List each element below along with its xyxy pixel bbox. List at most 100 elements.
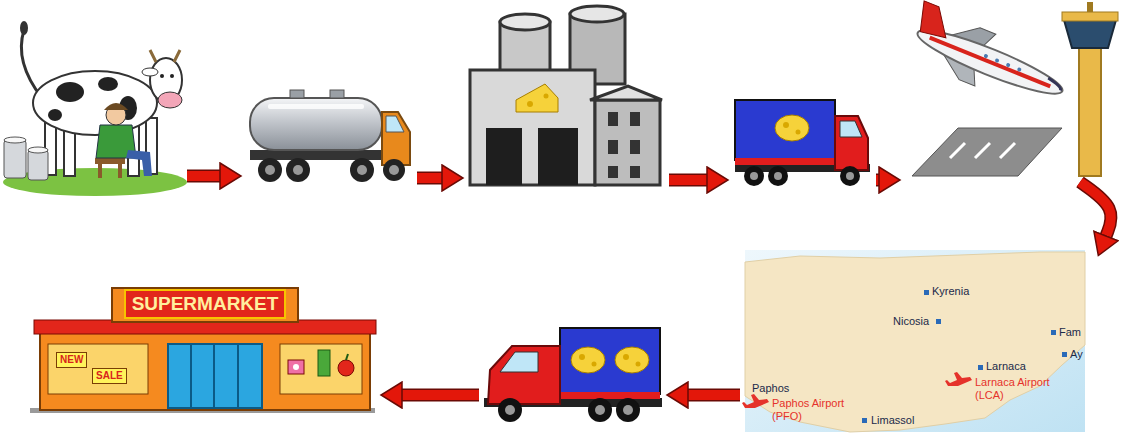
cow-milking-picture <box>160 74 164 78</box>
cheese-factory-picture <box>570 6 624 22</box>
flow-arrow <box>669 180 707 181</box>
airport-picture <box>913 1 956 42</box>
city-label: Ay <box>1070 348 1083 361</box>
cheese-truck-picture <box>750 172 758 180</box>
cyprus-map-picture <box>862 418 867 423</box>
cheese-factory-picture <box>608 140 618 154</box>
cheese-truck-picture <box>636 362 641 367</box>
airport-picture <box>1017 67 1022 72</box>
flow-arrow-outline <box>688 389 740 402</box>
airport-picture <box>1064 20 1116 48</box>
cheese-truck-picture <box>623 405 633 415</box>
milk-tanker-picture <box>268 104 364 109</box>
cheese-truck-picture <box>775 115 809 141</box>
cheese-truck-picture <box>484 328 662 422</box>
milk-tanker-picture <box>286 158 310 182</box>
supermarket-picture <box>112 288 298 322</box>
cheese-truck-picture <box>796 130 801 135</box>
transport-truck-stage <box>733 96 871 188</box>
airport-label: Paphos Airport (PFO) <box>772 397 860 422</box>
cow-milking-picture <box>4 137 26 143</box>
airport-picture <box>912 128 1062 176</box>
city-label: Nicosia <box>893 315 929 328</box>
map-stage: KyreniaNicosiaFamAyLarnacaLarnaca Airpor… <box>745 250 1085 432</box>
cow-milking-picture <box>104 103 128 110</box>
milk-tanker-picture <box>389 165 399 175</box>
cow-milking-picture <box>142 68 158 76</box>
cow-milking-picture <box>33 71 157 135</box>
airport-picture <box>902 1 1075 117</box>
milk-tanker-picture <box>293 165 303 175</box>
flow-arrow-shaft <box>1080 182 1111 236</box>
cheese-truck-picture <box>588 398 612 422</box>
cow-milking-picture <box>28 150 48 180</box>
city-label: Kyrenia <box>932 285 969 298</box>
window-sign: NEW <box>56 352 87 368</box>
supermarket-picture <box>346 354 348 360</box>
cheese-truck-picture <box>623 354 629 360</box>
supermarket-picture <box>40 330 370 410</box>
cow-milking-picture <box>95 158 125 164</box>
cheese-factory-picture <box>516 84 558 112</box>
milk-tanker-picture <box>330 90 344 98</box>
cheese-factory-picture <box>470 70 595 185</box>
milk-tanker-stage <box>246 84 412 184</box>
milk-tanker-picture <box>290 90 304 98</box>
airport-picture <box>1087 2 1093 12</box>
supermarket-picture <box>168 344 262 408</box>
cow-milking-picture <box>126 150 152 176</box>
airport-picture <box>983 53 988 58</box>
cow-milking-picture <box>3 21 187 196</box>
cheese-truck-picture <box>616 398 640 422</box>
flow-arrow <box>1080 182 1111 236</box>
flow-arrow-shaft <box>187 171 220 181</box>
milk-tanker-picture <box>258 158 282 182</box>
flow-arrow <box>688 395 740 396</box>
cheese-truck-picture <box>735 158 835 165</box>
supermarket-picture <box>288 360 304 374</box>
flow-arrow-outline <box>669 174 707 187</box>
cheese-factory-picture <box>630 140 640 154</box>
airport-picture <box>950 143 1015 158</box>
cow-milking-picture <box>150 50 180 62</box>
cheese-truck-picture <box>744 166 764 186</box>
airport-stage <box>905 2 1120 178</box>
flow-arrow <box>417 178 442 179</box>
cheese-truck-picture <box>498 398 522 422</box>
airport-picture <box>902 1 1118 176</box>
cow-milking-picture <box>56 82 84 102</box>
city-label: Larnaca <box>986 360 1026 373</box>
cow-milking-picture <box>28 147 48 153</box>
flow-arrow-outline <box>1080 182 1111 236</box>
cyprus-map-picture <box>1062 352 1067 357</box>
cheese-truck-picture <box>571 347 605 373</box>
cheese-truck-picture <box>835 116 868 170</box>
cheese-factory-picture <box>590 86 662 100</box>
flow-arrow-shaft <box>417 173 442 183</box>
supermarket-picture <box>191 344 238 408</box>
cheese-factory-picture <box>500 14 550 30</box>
airport-label: Larnaca Airport (LCA) <box>975 376 1057 401</box>
flow-arrow-shaft <box>876 175 879 185</box>
supermarket-stage: SUPERMARKET NEW SALE <box>30 284 376 414</box>
flow-arrow-shaft <box>688 390 740 400</box>
flow-arrow-outline <box>417 172 442 185</box>
cyprus-map-picture <box>978 365 983 370</box>
window-sign: SALE <box>92 368 127 384</box>
cheese-truck-picture <box>735 100 835 160</box>
supermarket-picture <box>338 360 354 376</box>
milk-tanker-picture <box>357 165 367 175</box>
airport-picture <box>1046 78 1063 90</box>
cheese-truck-picture <box>840 166 860 186</box>
cow-milking-picture <box>48 109 62 121</box>
milk-tanker-picture <box>383 159 405 181</box>
supermarket-picture <box>318 350 330 376</box>
store-sign: SUPERMARKET <box>124 289 287 319</box>
supermarket-picture <box>48 344 148 394</box>
flow-arrow <box>876 180 879 181</box>
airport-picture <box>1079 48 1101 176</box>
cheese-truck-picture <box>488 346 560 404</box>
airport-picture <box>1062 12 1118 21</box>
